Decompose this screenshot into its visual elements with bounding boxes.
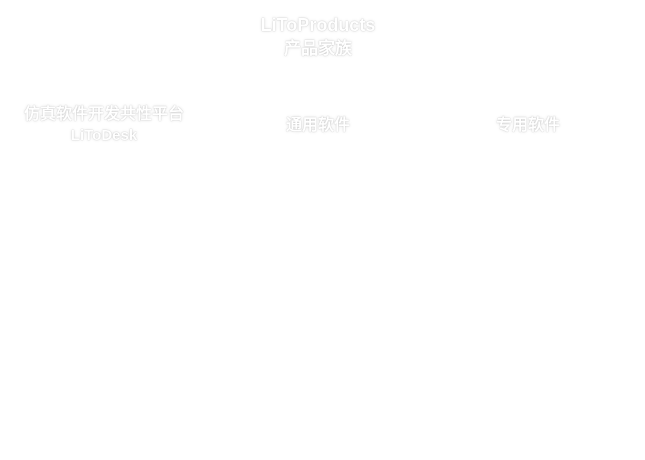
category-label: 通用软件 bbox=[285, 117, 350, 134]
category-label: 仿真软件开发共性平台 bbox=[23, 106, 184, 123]
category-node-platform: 仿真软件开发共性平台 LiToDesk bbox=[4, 104, 204, 146]
root-subtitle: 产品家族 bbox=[284, 39, 352, 58]
category-label: 专用软件 bbox=[495, 117, 560, 134]
root-title: LiToProducts bbox=[260, 15, 376, 35]
category-sublabel: LiToDesk bbox=[70, 127, 138, 144]
category-node-general: 通用软件 bbox=[218, 115, 418, 136]
root-node: LiToProducts 产品家族 bbox=[218, 14, 418, 60]
category-node-special: 专用软件 bbox=[428, 115, 628, 136]
